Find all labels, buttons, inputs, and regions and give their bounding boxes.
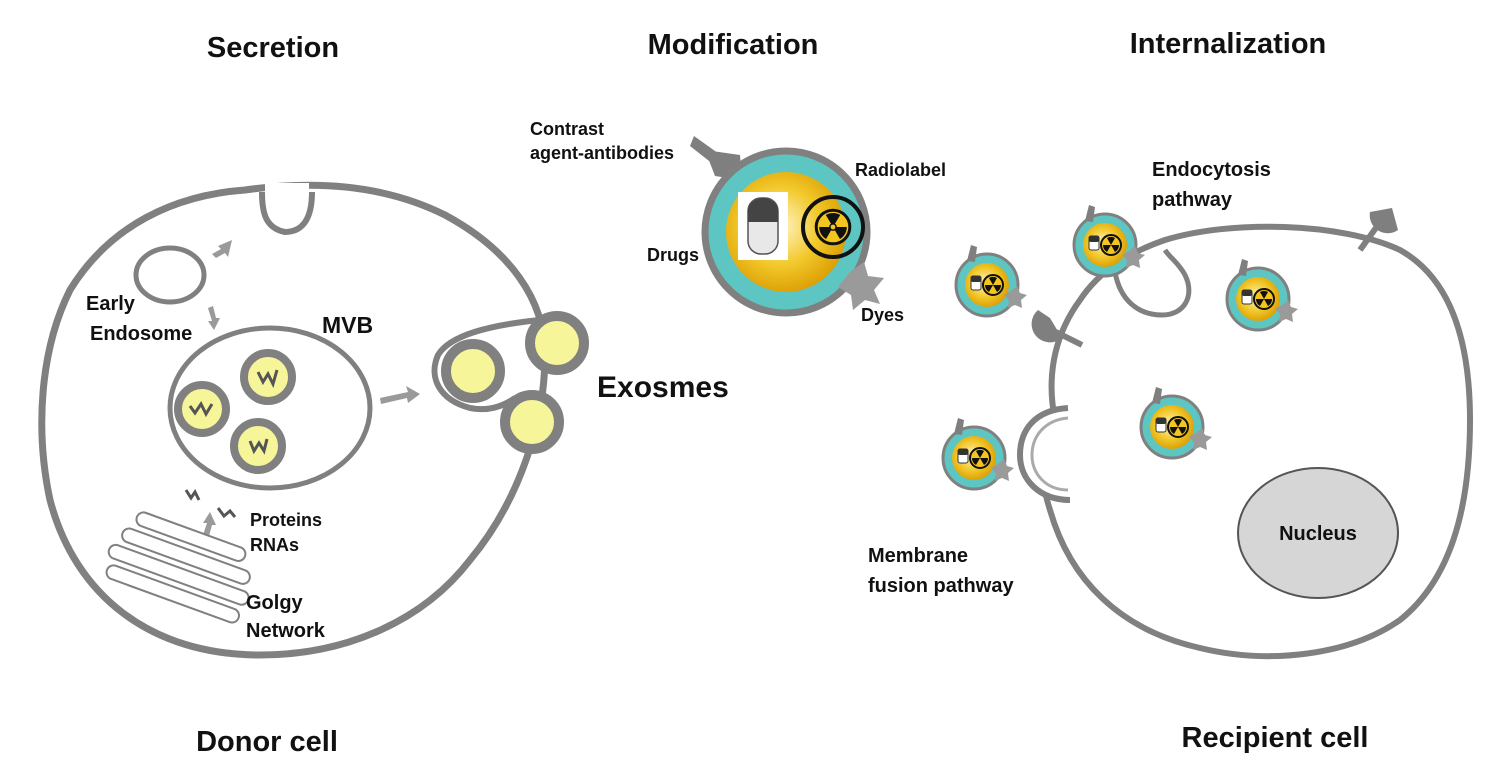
early-endosome-label-1: Early bbox=[86, 293, 136, 315]
dye-star-icon bbox=[838, 262, 884, 310]
exosome-vesicle bbox=[941, 416, 1016, 491]
radiolabel-label: Radiolabel bbox=[855, 160, 946, 180]
contrast-label-1: Contrast bbox=[530, 119, 604, 139]
secreted-exosomes bbox=[441, 311, 589, 454]
receptor-icon bbox=[1031, 310, 1084, 348]
protein-squiggle bbox=[184, 489, 201, 501]
arrow-mvb-to-membrane bbox=[380, 386, 420, 404]
golgy-label-1: Golgy bbox=[246, 592, 304, 614]
donor-cell: Early Endosome MVB Proteins RNAs bbox=[38, 181, 549, 659]
early-endosome bbox=[133, 245, 207, 305]
receptor-icon bbox=[1357, 208, 1398, 252]
exosome bbox=[525, 311, 589, 375]
modified-exosome bbox=[690, 136, 884, 317]
membrane-fusion-label-2: fusion pathway bbox=[868, 575, 1014, 597]
modification-header: Modification bbox=[648, 29, 819, 61]
mvb bbox=[167, 325, 373, 491]
donor-invagination bbox=[259, 191, 315, 236]
endocytosis-label-2: pathway bbox=[1152, 189, 1233, 211]
donor-cell-label: Donor cell bbox=[196, 726, 338, 758]
intraluminal-vesicle bbox=[230, 418, 286, 474]
drugs-label: Drugs bbox=[647, 245, 699, 265]
radiation-icon bbox=[801, 195, 865, 259]
arrow-golgi-up bbox=[203, 512, 216, 536]
internalization-header: Internalization bbox=[1130, 28, 1327, 60]
mvb-label: MVB bbox=[322, 312, 373, 338]
recipient-cell: Nucleus bbox=[1016, 208, 1474, 660]
golgy-label-2: Network bbox=[246, 620, 326, 642]
recipient-cell-label: Recipient cell bbox=[1182, 722, 1369, 754]
exosome-vesicle bbox=[1072, 203, 1147, 278]
golgi-network bbox=[105, 511, 251, 624]
proteins-label: Proteins bbox=[250, 510, 322, 530]
membrane-fusion-label-1: Membrane bbox=[868, 545, 968, 567]
nucleus bbox=[1237, 467, 1399, 599]
early-endosome-label-2: Endosome bbox=[90, 323, 192, 345]
exosomes-label: Exosmes bbox=[597, 371, 729, 404]
drug-capsule-icon bbox=[738, 192, 788, 260]
intraluminal-vesicle bbox=[240, 349, 296, 405]
arrow-to-mvb bbox=[208, 306, 220, 330]
rna-squiggle bbox=[216, 507, 237, 519]
nucleus-label: Nucleus bbox=[1279, 523, 1357, 545]
exosome bbox=[441, 339, 505, 403]
rnas-label: RNAs bbox=[250, 535, 299, 555]
endocytic-pit bbox=[1112, 248, 1192, 318]
endocytosis-label-1: Endocytosis bbox=[1152, 159, 1271, 181]
antibody-icon bbox=[690, 136, 742, 180]
arrow-to-endosome bbox=[212, 240, 232, 258]
exosome bbox=[500, 390, 564, 454]
fusion-pocket bbox=[1016, 405, 1071, 503]
exosome-vesicle bbox=[954, 243, 1029, 318]
intraluminal-vesicle bbox=[174, 381, 230, 437]
dyes-label: Dyes bbox=[861, 305, 904, 325]
secretion-header: Secretion bbox=[207, 32, 339, 64]
contrast-label-2: agent-antibodies bbox=[530, 143, 674, 163]
